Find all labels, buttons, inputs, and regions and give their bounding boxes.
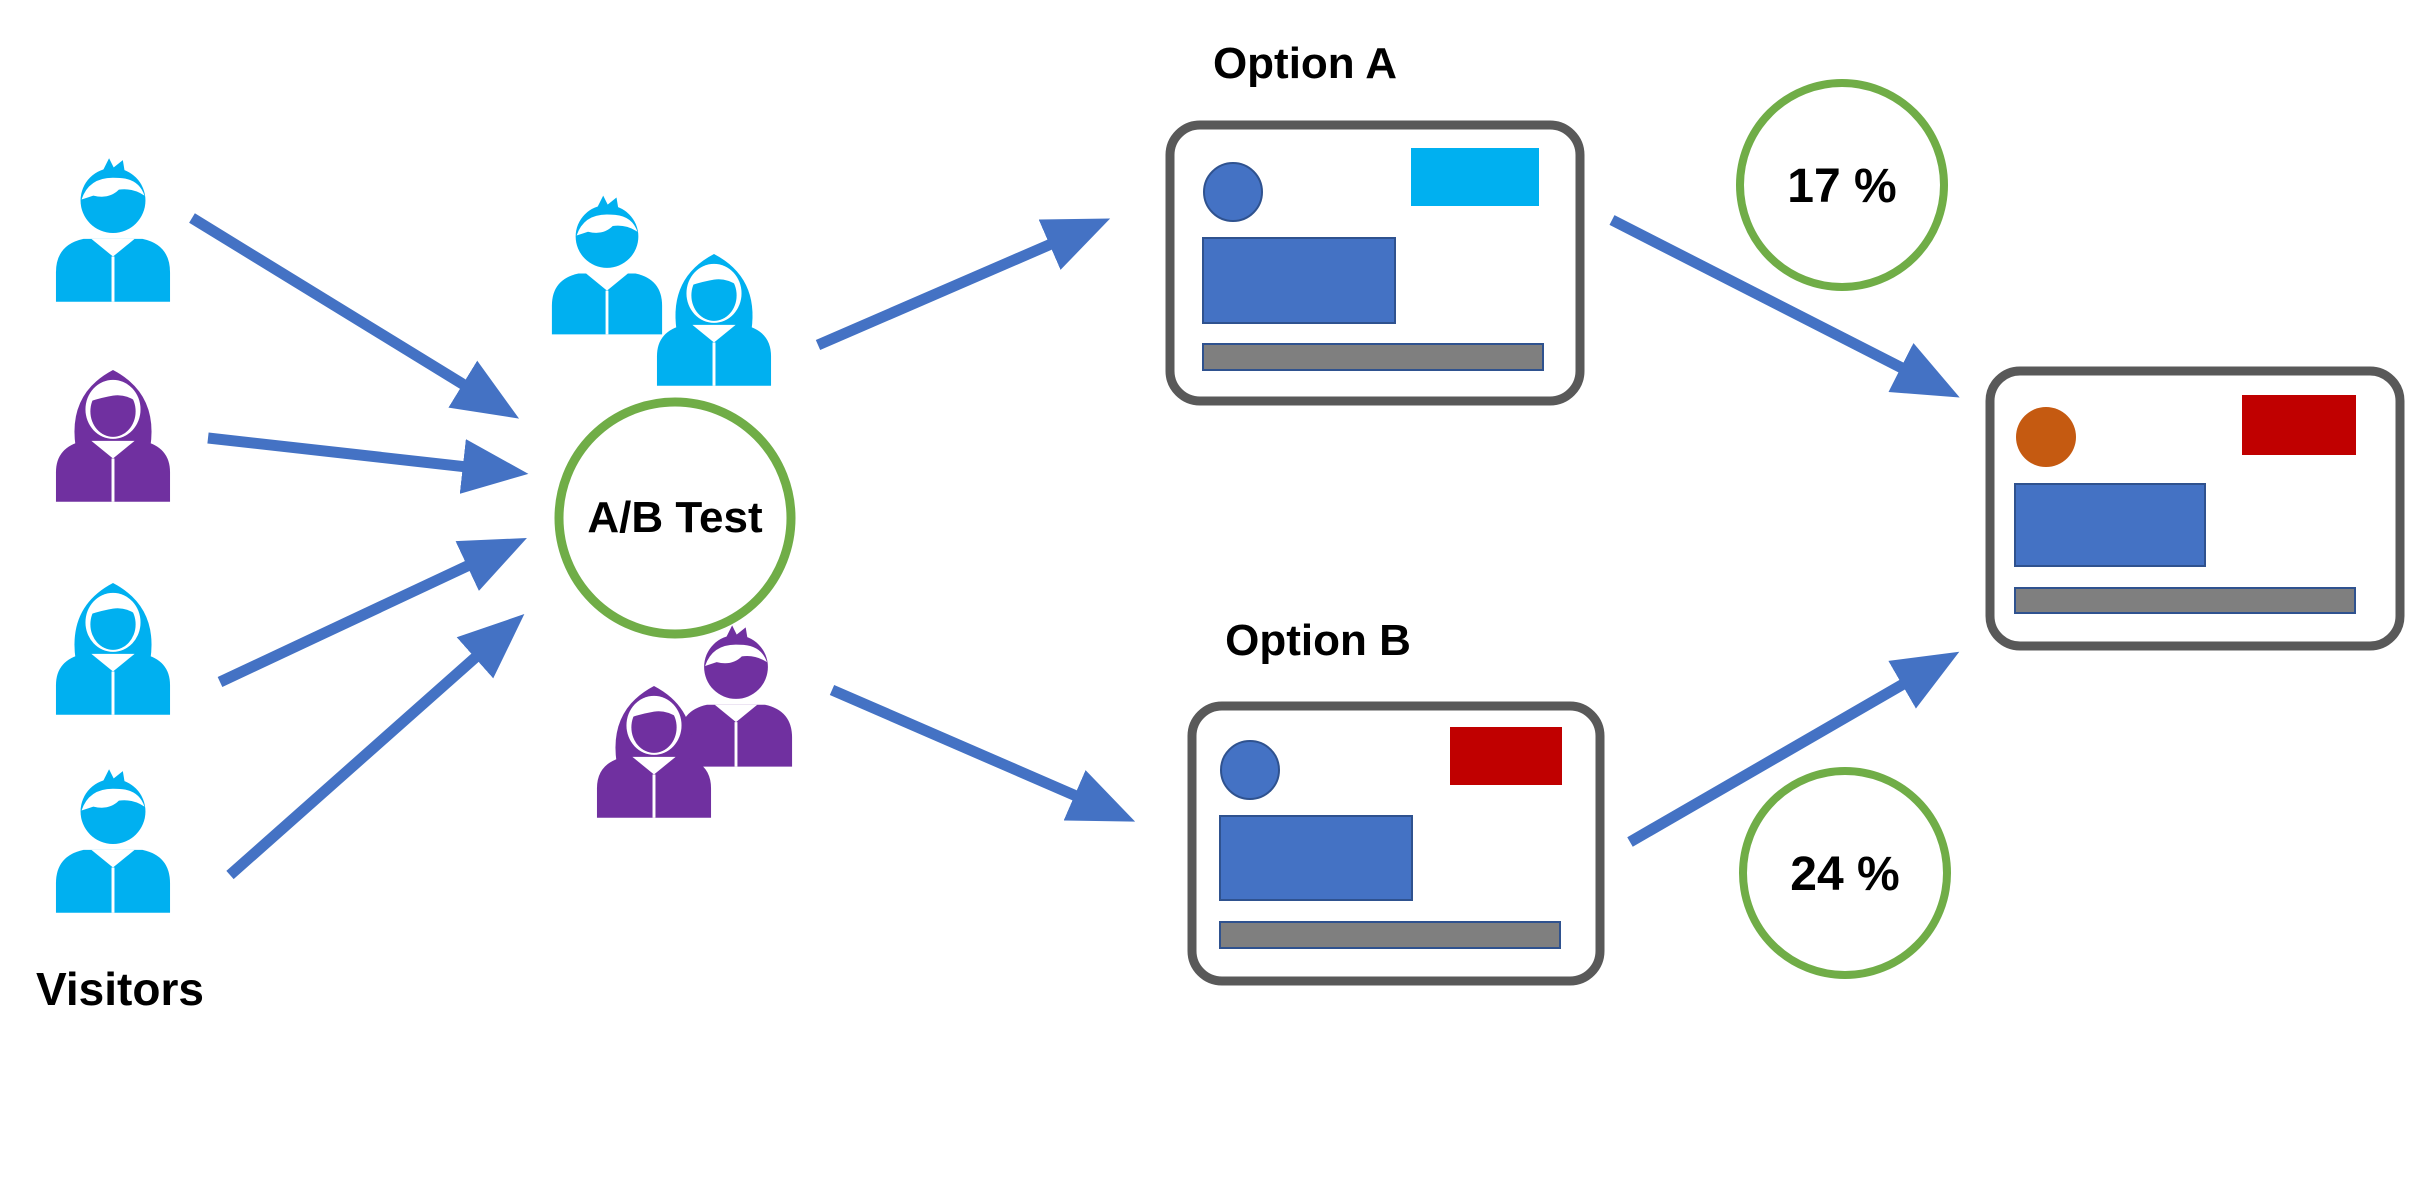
option-b-page-block (1219, 815, 1413, 901)
male-user-icon (54, 156, 172, 304)
option-b-result: 24 % (1739, 767, 1951, 979)
option-b-rate-circle (1739, 767, 1951, 979)
option-b-page-bar (1219, 921, 1561, 949)
option-b-rate: 24 % (1790, 848, 1899, 901)
option-b: Option B (1187, 616, 1605, 986)
arrow-b-to-winner (1627, 651, 1960, 847)
option-a-page-block (1202, 237, 1396, 324)
arrow-visitor-1 (189, 213, 520, 419)
winning-page-dot (2016, 407, 2076, 467)
female-user-icon (54, 368, 172, 504)
arrow-to-option-a (815, 218, 1111, 351)
male-user-icon (550, 194, 664, 336)
option-a-page-bar (1202, 343, 1544, 371)
arrow-a-to-winner (1609, 215, 1960, 398)
female-user-icon (655, 252, 773, 388)
arrow-to-option-b (829, 684, 1136, 822)
option-a-result: 17 % (1736, 79, 1948, 291)
winning-page (1985, 366, 2405, 651)
option-b-label: Option B (1225, 616, 1411, 665)
arrow-visitor-3 (217, 537, 527, 687)
visitors-label: Visitors (36, 963, 204, 1015)
male-user-icon (678, 623, 794, 769)
split-arrows (815, 218, 1136, 822)
winning-page-block (2014, 483, 2206, 567)
option-a-rate-circle (1736, 79, 1948, 291)
visitors-group: Visitors (36, 156, 204, 1015)
group-option-b (595, 623, 794, 820)
option-a-rate: 17 % (1787, 160, 1896, 213)
visitor-arrows (189, 213, 529, 880)
option-a-label: Option A (1213, 39, 1397, 88)
option-a-page-dot (1203, 162, 1263, 222)
option-a: Option A (1165, 39, 1585, 406)
winning-page-button (2242, 395, 2356, 455)
winning-page-bar (2014, 587, 2356, 614)
arrow-visitor-4 (226, 614, 525, 880)
arrow-visitor-2 (207, 432, 529, 494)
option-b-page-button (1450, 727, 1562, 785)
ab-test-circle (554, 397, 796, 639)
option-a-page-button (1411, 148, 1539, 206)
group-option-a (550, 194, 773, 388)
result-arrows (1609, 215, 1960, 847)
male-user-icon (54, 767, 172, 915)
ab-test-node: A/B Test (554, 397, 796, 639)
ab-test-label: A/B Test (587, 493, 763, 542)
female-user-icon (54, 581, 172, 717)
option-b-page-dot (1220, 740, 1280, 800)
